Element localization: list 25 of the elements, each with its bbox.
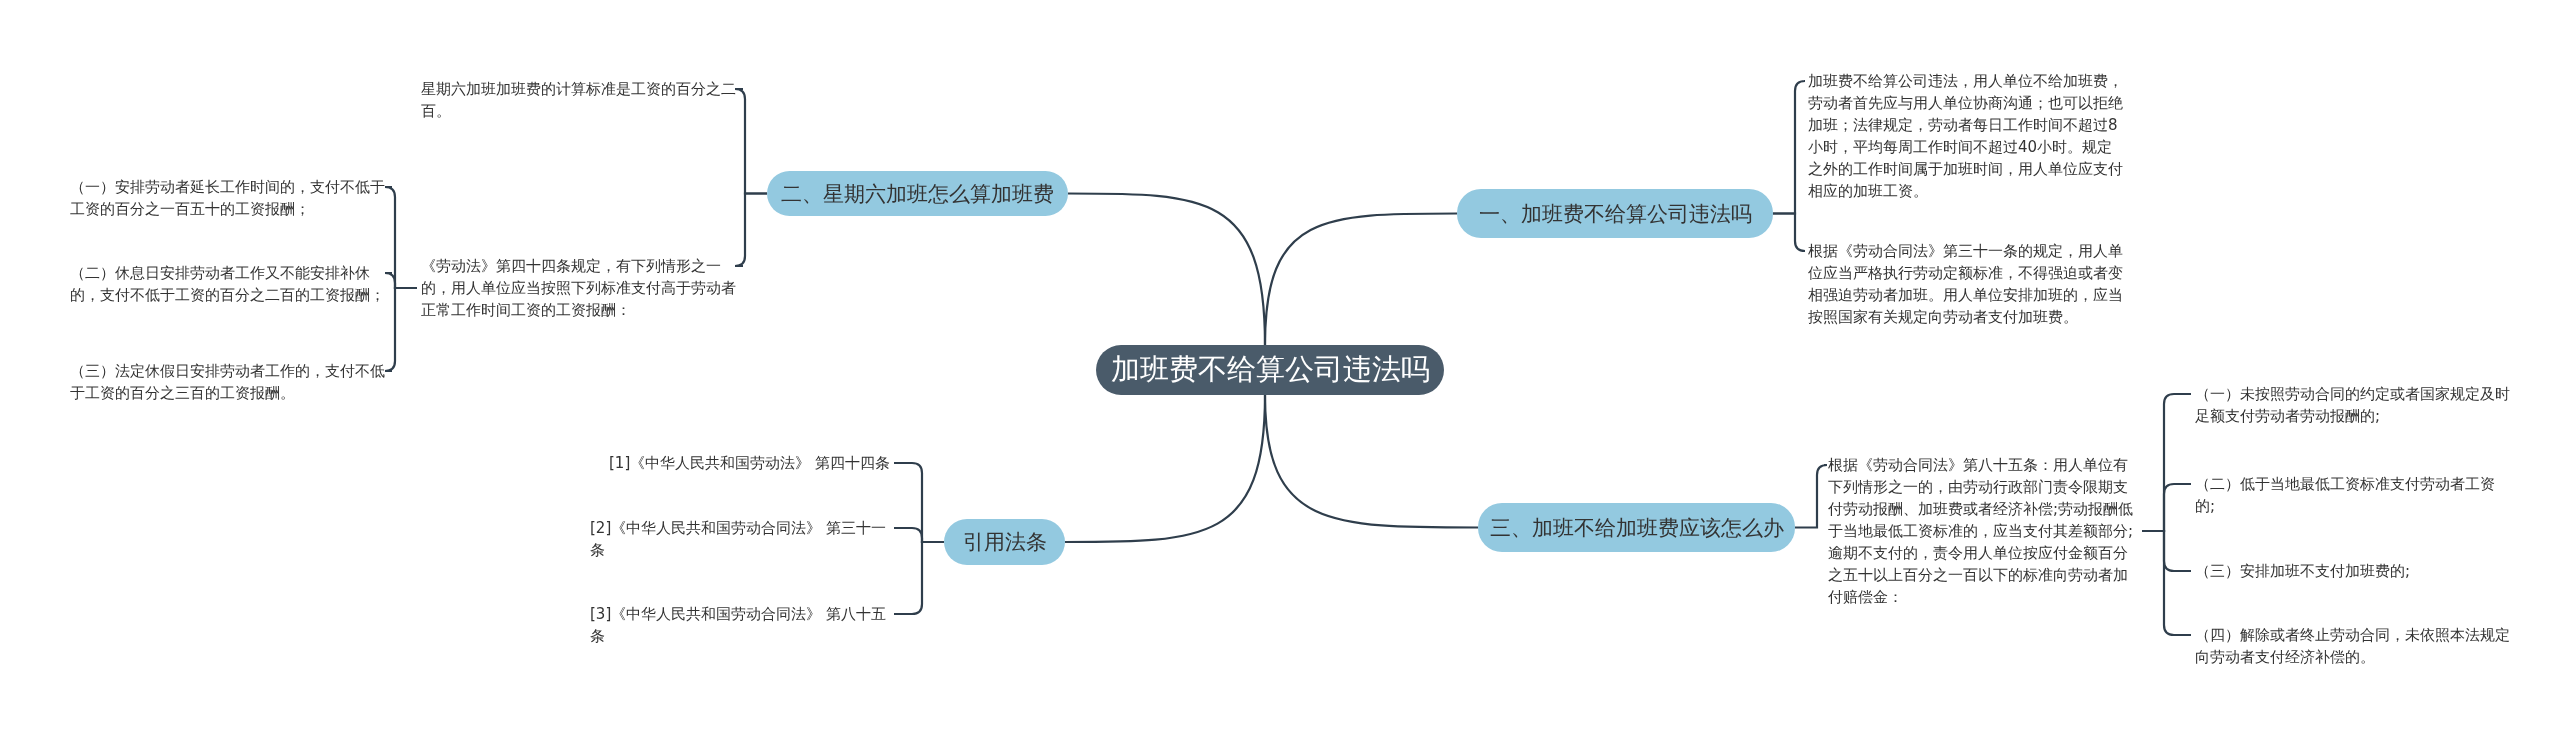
note-text: （四）解除或者终止劳动合同，未依照本法规定向劳动者支付经济补偿的。 [2195, 624, 2515, 668]
root-topic: 加班费不给算公司违法吗 [1096, 345, 1444, 395]
branch-curve [1068, 192, 1267, 346]
topic-pill: 一、加班费不给算公司违法吗 [1457, 189, 1773, 238]
note-text: 《劳动法》第四十四条规定，有下列情形之一的，用人单位应当按照下列标准支付高于劳动者正常工作时间工资的工资报酬： [421, 255, 739, 321]
note-text: 加班费不给算公司违法，用人单位不给加班费，劳动者首先应与用人单位协商沟通；也可以拒绝加班；法律规定，劳动者每日工作时间不超过8小时，平均每周工作时间不超过40小时。规定之外的工作时间属于加班时间，用人单位应支付相应的加班工资。 [1808, 70, 2126, 202]
note-text: 星期六加班加班费的计算标准是工资的百分之二百。 [421, 78, 739, 122]
bracket-line [1773, 212, 1807, 253]
citation-text: [2]《中华人民共和国劳动合同法》 第三十一条 [590, 517, 890, 561]
note-text: （一）未按照劳动合同的约定或者国家规定及时足额支付劳动者劳动报酬的; [2195, 383, 2515, 427]
note-text: （三）法定休假日安排劳动者工作的，支付不低于工资的百分之三百的工资报酬。 [70, 360, 388, 404]
note-text: 根据《劳动合同法》第三十一条的规定，用人单位应当严格执行劳动定额标准，不得强迫或者变相强迫劳动者加班。用人单位安排加班的，应当按照国家有关规定向劳动者支付加班费。 [1808, 240, 2126, 328]
branch-curve [1263, 394, 1478, 529]
topic-pill: 三、加班不给加班费应该怎么办 [1478, 503, 1795, 552]
note-text: （二）休息日安排劳动者工作又不能安排补休的，支付不低于工资的百分之二百的工资报酬； [70, 262, 388, 306]
note-text: （一）安排劳动者延长工作时间的，支付不低于工资的百分之一百五十的工资报酬； [70, 176, 388, 220]
note-text: （三）安排加班不支付加班费的; [2195, 560, 2515, 582]
citation-text: [1]《中华人民共和国劳动法》 第四十四条 [590, 452, 890, 474]
topic-pill: 引用法条 [944, 519, 1065, 565]
citation-text: [3]《中华人民共和国劳动合同法》 第八十五条 [590, 603, 890, 647]
bracket-line [383, 286, 417, 373]
bracket-line [1795, 463, 1829, 529]
note-text: 根据《劳动合同法》第八十五条：用人单位有下列情形之一的，由劳动行政部门责令限期支付劳动报酬、加班费或者经济补偿;劳动报酬低于当地最低工资标准的，应当支付其差额部分;逾期不支付的，责令用人单位按应付金额百分之五十以上百分之一百以下的标准向劳动者加付赔偿金： [1828, 454, 2138, 608]
note-text: （二）低于当地最低工资标准支付劳动者工资的; [2195, 473, 2515, 517]
topic-pill: 二、星期六加班怎么算加班费 [767, 171, 1068, 216]
